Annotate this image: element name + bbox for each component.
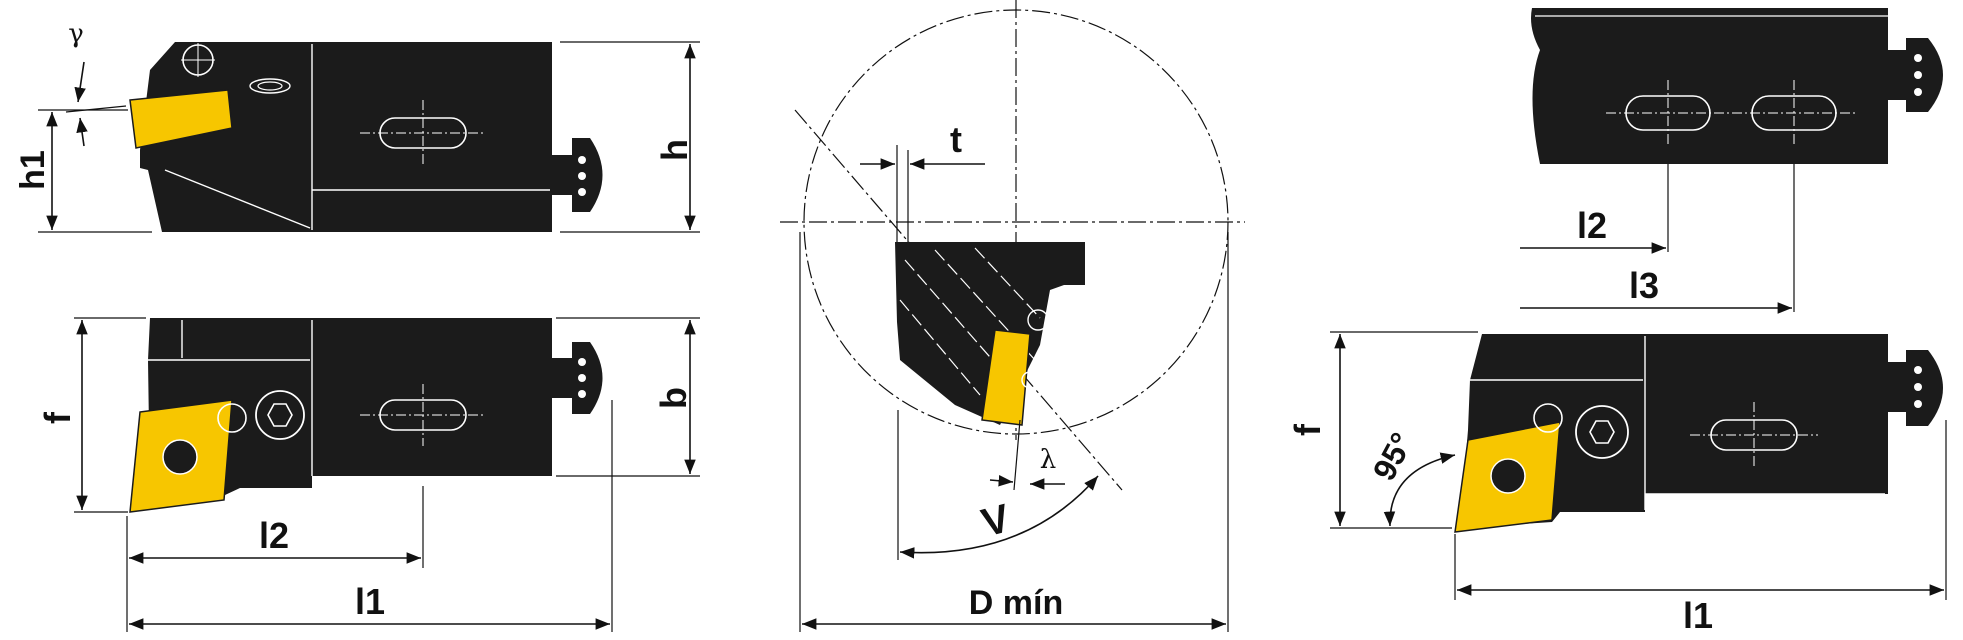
insert-side (129, 89, 233, 149)
right-top-shank (1531, 8, 1888, 164)
angle-95-label: 95° (1366, 427, 1421, 487)
bore-holder-body (895, 242, 1085, 425)
right-f-label: f (1287, 423, 1328, 436)
insert-hole (162, 439, 198, 475)
gamma-label: γ (68, 19, 84, 49)
v-angle-arc (899, 475, 1099, 559)
bore-view: t λ V D mín (780, 0, 1245, 632)
insert-axis-line (794, 109, 1123, 491)
v-label: V (977, 496, 1014, 545)
plan-shank-body (312, 318, 552, 476)
right-top-view: l2 l3 (1520, 8, 1943, 314)
lambda-label: λ (1040, 445, 1056, 475)
right-hex-screw-icon (1575, 405, 1629, 459)
right-bottom-shank (1645, 334, 1888, 494)
f-label: f (37, 411, 78, 424)
coolant-connector (552, 155, 572, 195)
h-label: h (654, 139, 695, 161)
right-l1-label: l1 (1683, 595, 1713, 636)
side-view: h h1 γ (14, 19, 700, 233)
dmin-label: D mín (969, 584, 1063, 622)
angle-95-arc (1383, 452, 1456, 527)
right-bottom-view: f 95° l1 (1287, 331, 1947, 636)
l2-label: l2 (259, 515, 289, 556)
h1-label: h1 (14, 150, 52, 190)
l1-label: l1 (355, 581, 385, 622)
t-label: t (950, 119, 962, 160)
hex-screw-icon (255, 390, 305, 440)
plan-view: f b l2 l1 (37, 317, 700, 632)
right-l3-label: l3 (1629, 265, 1659, 306)
bore-insert (981, 329, 1031, 426)
b-label: b (653, 387, 694, 409)
right-l2-label: l2 (1577, 205, 1607, 246)
